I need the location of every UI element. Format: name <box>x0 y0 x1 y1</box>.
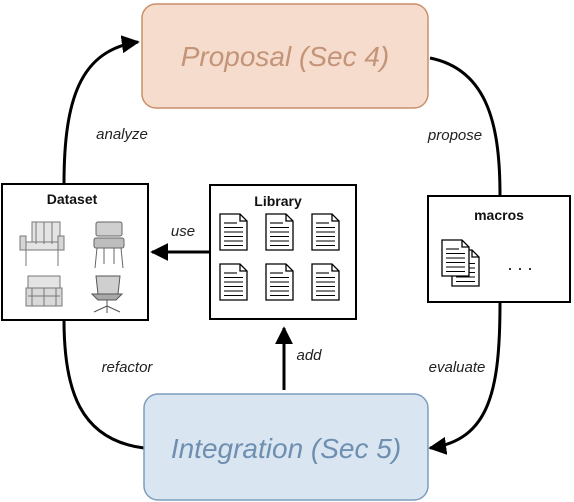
edge-propose <box>429 56 502 197</box>
macros-title: macros <box>474 207 524 223</box>
integration-label: Integration (Sec 5) <box>171 433 401 464</box>
library-node: Library <box>209 184 357 320</box>
label-analyze: analyze <box>96 126 148 143</box>
dataset-node: Dataset <box>1 183 149 321</box>
document-icon <box>219 213 248 251</box>
table-wireframe-icon <box>25 275 63 307</box>
macros-ellipsis: . . . <box>507 254 532 274</box>
dataset-title: Dataset <box>47 191 98 207</box>
edge-refactor <box>62 319 145 450</box>
document-icon <box>441 239 470 277</box>
document-icon <box>311 213 340 251</box>
label-refactor: refactor <box>102 359 154 376</box>
chair-wireframe-icon <box>19 221 65 266</box>
office-chair-icon <box>90 275 124 313</box>
edge-analyze <box>62 35 140 185</box>
label-propose: propose <box>427 127 482 144</box>
edge-evaluate <box>428 301 502 455</box>
label-add: add <box>296 347 322 364</box>
document-icon <box>265 263 294 301</box>
chair-solid-icon <box>93 221 125 269</box>
proposal-node: Proposal (Sec 4) <box>141 3 429 109</box>
proposal-label: Proposal (Sec 4) <box>181 41 390 72</box>
library-title: Library <box>254 193 302 209</box>
macros-node: macros . . . <box>427 195 571 303</box>
label-evaluate: evaluate <box>429 359 486 376</box>
document-icon <box>219 263 248 301</box>
label-use: use <box>171 223 195 240</box>
document-icon <box>311 263 340 301</box>
integration-node: Integration (Sec 5) <box>143 393 429 501</box>
document-icon <box>265 213 294 251</box>
